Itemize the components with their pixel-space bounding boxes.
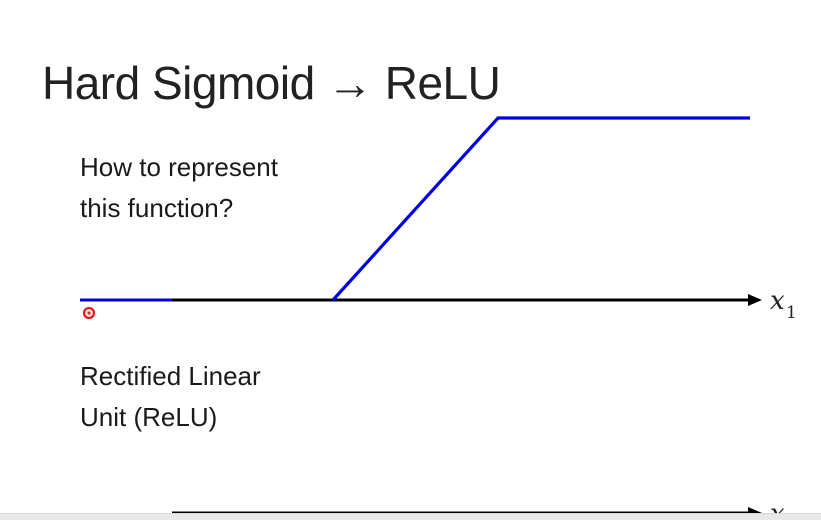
slide-title: Hard Sigmoid → ReLU bbox=[42, 57, 501, 109]
question-text: How to represent this function? bbox=[80, 147, 278, 229]
relu-caption: Rectified Linear Unit (ReLU) bbox=[80, 356, 261, 438]
caption-line-1: Rectified Linear bbox=[80, 361, 261, 391]
caption-line-2: Unit (ReLU) bbox=[80, 402, 218, 432]
top-axis-label: x bbox=[770, 286, 785, 316]
cursor-pointer-center bbox=[87, 311, 91, 315]
question-line-2: this function? bbox=[80, 193, 234, 223]
top-axis-arrowhead bbox=[748, 294, 762, 306]
question-line-1: How to represent bbox=[80, 152, 278, 182]
bottom-scroll-edge bbox=[0, 513, 821, 520]
curve-ramp-and-plateau bbox=[331, 116, 750, 302]
top-axis-subscript: 1 bbox=[786, 303, 797, 323]
